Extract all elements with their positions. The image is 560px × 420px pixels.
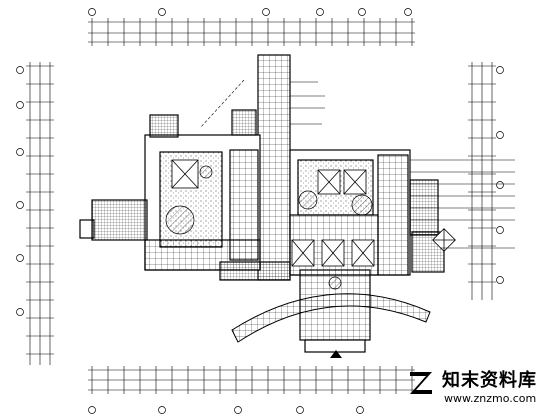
axis-bubble <box>356 406 364 414</box>
axis-bubble <box>496 181 504 189</box>
axis-bubble <box>316 8 324 16</box>
axis-bubble <box>496 131 504 139</box>
axis-bubble <box>262 8 270 16</box>
axis-bubble <box>16 148 24 156</box>
axis-bubble <box>358 8 366 16</box>
entrance-arrow-icon <box>330 350 342 358</box>
axis-bubble <box>16 101 24 109</box>
axis-bubble <box>234 406 242 414</box>
left-dimension-lines <box>26 62 54 365</box>
axis-bubble <box>296 406 304 414</box>
axis-bubble <box>16 308 24 316</box>
axis-bubble <box>158 8 166 16</box>
axis-bubble <box>404 8 412 16</box>
axis-bubble <box>496 226 504 234</box>
round-plantings <box>165 165 373 290</box>
axis-bubble <box>16 201 24 209</box>
axis-bubble <box>158 406 166 414</box>
curved-walkway <box>231 293 431 343</box>
axis-bubble <box>16 254 24 262</box>
watermark: 知末资料库 www.znzmo.com <box>402 362 552 412</box>
grid-axis-bubbles <box>16 8 504 414</box>
axis-bubble <box>496 66 504 74</box>
annotation-leaders <box>199 79 515 249</box>
axis-bubble <box>16 66 24 74</box>
bottom-dimension-lines <box>88 366 415 394</box>
znzmo-logo-icon <box>410 372 432 394</box>
axis-bubble <box>88 8 96 16</box>
watermark-url: www.znzmo.com <box>444 392 537 405</box>
axis-bubble <box>88 406 96 414</box>
axis-bubble <box>496 276 504 284</box>
watermark-title: 知末资料库 <box>442 370 537 391</box>
top-dimension-lines <box>88 18 415 46</box>
x-pattern-panels <box>171 159 456 267</box>
right-dimension-lines <box>468 62 496 300</box>
